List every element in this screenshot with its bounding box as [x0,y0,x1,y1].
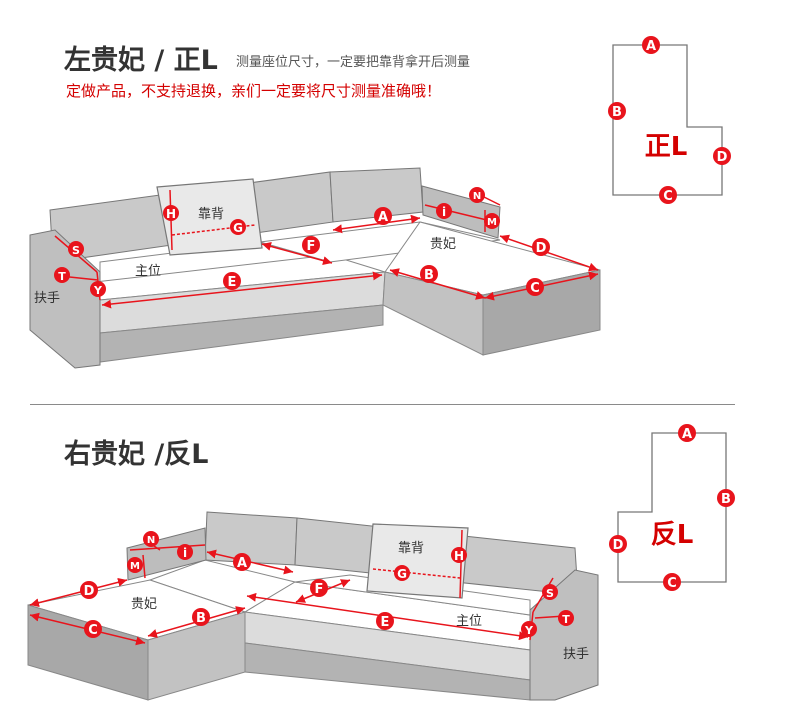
section-title-left-chaise: 左贵妃 / 正L [64,45,218,76]
label-backrest: 靠背 [198,207,224,222]
svg-text:M: M [487,217,497,228]
marker-d: D [713,147,731,165]
marker-m: M [127,557,143,573]
marker-d: D [609,535,627,553]
measurement-note: 测量座位尺寸，一定要把靠背拿开后测量 [236,55,471,70]
section-divider [30,404,735,405]
marker-i: i [177,544,193,560]
marker-a: A [642,36,660,54]
svg-text:D: D [613,538,624,553]
marker-f: F [310,579,328,597]
svg-text:C: C [88,623,98,638]
svg-text:N: N [147,535,155,546]
marker-t: T [558,610,574,626]
svg-text:N: N [473,191,481,202]
shape-label-fan-l: 反L [651,520,694,550]
marker-c: C [526,278,544,296]
label-armrest: 扶手 [563,647,589,662]
svg-text:M: M [130,561,140,572]
marker-e: E [376,612,394,630]
marker-t: T [54,267,70,283]
svg-text:F: F [315,582,324,597]
bottom-markers: A B C D A B C D E F G H i N M S T Y [80,424,735,638]
svg-text:F: F [307,239,316,254]
marker-g: G [230,219,246,235]
label-chaise: 贵妃 [131,597,157,612]
sofa-left-chaise-illustration [29,167,601,369]
svg-text:S: S [546,587,554,600]
label-chaise: 贵妃 [430,237,456,252]
marker-m: M [484,213,500,229]
custom-order-warning: 定做产品，不支持退换，亲们一定要将尺寸测量准确哦！ [66,82,442,100]
marker-b: B [717,489,735,507]
label-armrest: 扶手 [34,291,60,306]
shape-outline-fan-l: 反L [617,432,727,583]
svg-text:B: B [612,105,622,120]
svg-text:B: B [196,611,206,626]
marker-y: Y [90,281,106,297]
marker-h: H [163,205,179,221]
svg-text:A: A [378,210,388,225]
svg-text:B: B [424,268,434,283]
svg-text:A: A [237,556,247,571]
svg-text:Y: Y [524,624,534,637]
svg-text:A: A [682,427,692,442]
svg-text:Y: Y [93,284,103,297]
marker-y: Y [521,621,537,637]
label-main-seat: 主位 [135,264,161,279]
svg-text:A: A [646,39,656,54]
svg-text:D: D [84,584,95,599]
shape-outline-zheng-l: 正L [612,44,723,196]
svg-text:D: D [536,241,547,256]
marker-f: F [302,236,320,254]
marker-c: C [84,620,102,638]
marker-g: G [394,565,410,581]
marker-e: E [223,272,241,290]
svg-text:T: T [58,270,66,283]
marker-s: S [542,584,558,600]
section-title-right-chaise: 右贵妃 /反L [64,439,209,470]
svg-text:D: D [717,150,728,165]
marker-h: H [451,547,467,563]
svg-text:B: B [721,492,731,507]
marker-a: A [233,553,251,571]
marker-s: S [68,241,84,257]
top-markers: A B C D A B C D E F G H i N M S T Y [54,36,731,297]
marker-a: A [374,207,392,225]
svg-text:S: S [72,244,80,257]
svg-text:C: C [530,281,540,296]
marker-d: D [80,581,98,599]
shape-label-zheng-l: 正L [645,132,688,162]
marker-c: C [663,573,681,591]
marker-c: C [659,186,677,204]
svg-text:E: E [228,275,237,290]
marker-n: N [469,187,485,203]
svg-text:T: T [562,613,570,626]
svg-text:C: C [667,576,677,591]
marker-a: A [678,424,696,442]
label-backrest: 靠背 [398,541,424,556]
marker-i: i [436,203,452,219]
marker-b: B [192,608,210,626]
svg-text:H: H [454,549,464,563]
marker-b: B [420,265,438,283]
marker-n: N [143,531,159,547]
svg-text:i: i [183,546,187,560]
svg-text:i: i [442,205,446,219]
svg-text:C: C [663,189,673,204]
marker-b: B [608,102,626,120]
svg-text:E: E [381,615,390,630]
svg-text:H: H [166,207,176,221]
marker-d: D [532,238,550,256]
svg-text:G: G [397,567,407,581]
svg-text:G: G [233,221,243,235]
